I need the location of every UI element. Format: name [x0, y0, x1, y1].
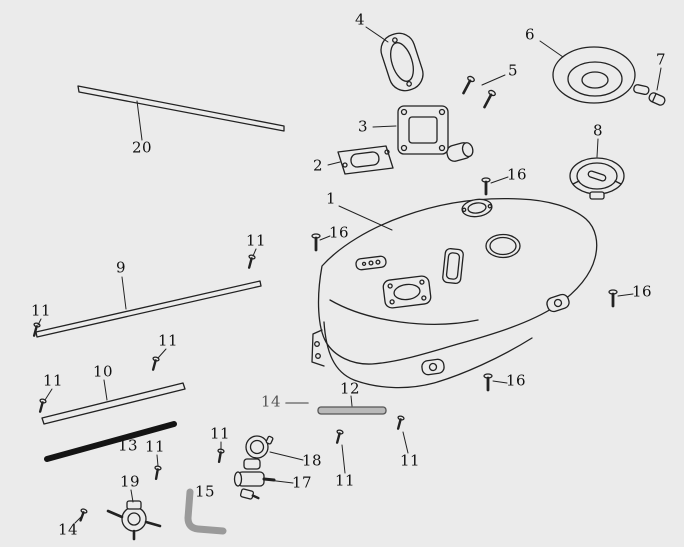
- part-callout-7: 7: [655, 50, 667, 69]
- part-7-bushing: [648, 67, 666, 106]
- part-callout-4: 4: [354, 10, 366, 29]
- part-9-molding-strip: [35, 276, 262, 338]
- part-12-strip: [317, 395, 387, 415]
- part-3-filler-bracket: [372, 105, 474, 162]
- part-callout-11-1: 11: [245, 231, 267, 250]
- part-callout-11-2: 11: [30, 301, 52, 320]
- part-callout-19: 19: [119, 472, 141, 491]
- part-callout-2: 2: [312, 156, 324, 175]
- part-callout-5: 5: [507, 61, 519, 80]
- part-callout-16-1: 16: [506, 165, 528, 184]
- part-callout-13: 13: [117, 436, 139, 455]
- part-callout-17: 17: [291, 473, 313, 492]
- part-callout-11-7: 11: [399, 451, 421, 470]
- part-callout-11-8: 11: [334, 471, 356, 490]
- part-16-screws: [311, 176, 634, 392]
- part-1-fuel-tank: [311, 198, 598, 389]
- part-17-fuel-filter: [233, 458, 294, 500]
- part-callout-11-5: 11: [209, 424, 231, 443]
- part-8-fuel-gauge: [569, 138, 625, 200]
- part-callout-18: 18: [301, 451, 323, 470]
- part-2-gasket: [327, 145, 394, 175]
- part-6-fuel-cap: [539, 40, 650, 104]
- part-callout-14-2: 14: [57, 520, 79, 539]
- part-callout-10: 10: [92, 362, 114, 381]
- part-callout-3: 3: [357, 117, 369, 136]
- part-callout-16-2: 16: [328, 223, 350, 242]
- part-callout-14-1: 14: [260, 392, 282, 411]
- part-callout-1: 1: [325, 189, 337, 208]
- part-callout-8: 8: [592, 121, 604, 140]
- part-callout-11-3: 11: [157, 331, 179, 350]
- part-4-cap-plate: [365, 26, 424, 92]
- part-10-molding-strip: [41, 379, 186, 425]
- part-callout-15: 15: [194, 482, 216, 501]
- part-19-fuel-cock: [106, 489, 162, 541]
- part-15-fuel-hose: [184, 488, 227, 535]
- part-20-molding-strip: [77, 85, 285, 141]
- part-13-rubber-strip: [44, 421, 177, 462]
- part-5-screws: [462, 74, 506, 109]
- part-callout-6: 6: [524, 25, 536, 44]
- part-14-screw: [74, 508, 88, 524]
- part-callout-11-6: 11: [144, 437, 166, 456]
- part-18-clamp: [245, 435, 304, 461]
- part-callout-9: 9: [115, 258, 127, 277]
- part-callout-12: 12: [339, 379, 361, 398]
- part-11-screws: [32, 248, 409, 481]
- part-callout-16-3: 16: [631, 282, 653, 301]
- part-callout-16-4: 16: [505, 371, 527, 390]
- part-callout-20: 20: [131, 138, 153, 157]
- part-callout-11-4: 11: [42, 371, 64, 390]
